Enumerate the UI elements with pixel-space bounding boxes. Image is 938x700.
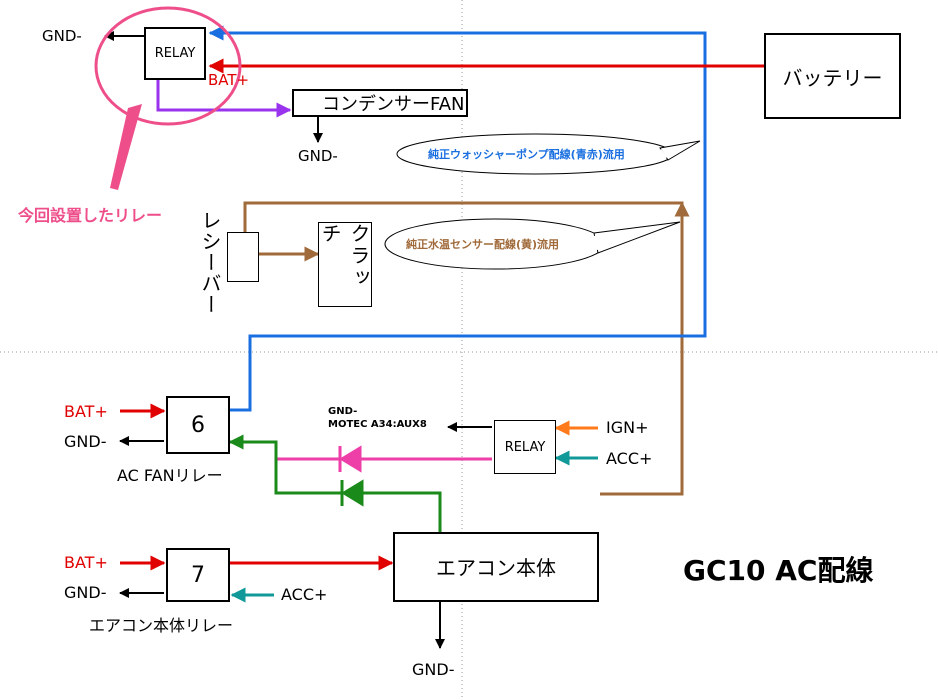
- bat-label-6: BAT+: [64, 402, 108, 421]
- gnd-label-unit: GND-: [412, 660, 455, 679]
- relay-top-label: RELAY: [154, 46, 196, 61]
- condenser-fan-label: コンデンサーFAN: [322, 94, 465, 115]
- diode-green: [340, 479, 364, 507]
- ac-unit-label: エアコン本体: [436, 556, 556, 580]
- wire-purple-condenser: [156, 80, 292, 118]
- battery-box: バッテリー: [764, 33, 901, 119]
- callout-text: 今回設置したリレー: [18, 206, 163, 225]
- callout-pointer: [110, 104, 142, 190]
- relay6-box: 6: [166, 396, 230, 454]
- diode-pink: [338, 445, 362, 473]
- ac-unit-relay-label: エアコン本体リレー: [89, 616, 234, 635]
- motec-label: GND- MOTEC A34:AUX8: [328, 406, 427, 430]
- bat-label-7: BAT+: [64, 553, 108, 572]
- receiver-label: レシーバー: [198, 210, 222, 315]
- battery-label: バッテリー: [782, 65, 883, 90]
- gnd-label-top: GND-: [42, 27, 82, 45]
- condenser-fan-box: コンデンサーFAN: [292, 89, 468, 117]
- bat-label-top: BAT+: [208, 71, 250, 89]
- acc-label-lower: ACC+: [606, 449, 653, 468]
- ign-label: IGN+: [606, 418, 649, 437]
- gnd-label-6: GND-: [64, 432, 107, 451]
- bubble-washer-text: 純正ウォッシャーポンプ配線(青赤)流用: [428, 148, 625, 161]
- relay-top-box: RELAY: [144, 27, 206, 80]
- ac-fan-relay-label: AC FANリレー: [117, 466, 223, 485]
- relay7-label: 7: [191, 562, 205, 588]
- bubble-water-shape: [384, 218, 681, 270]
- wire-green: [228, 434, 442, 532]
- clutch-label: クラッチ: [318, 223, 371, 289]
- wire-blue-relay6: [230, 326, 707, 412]
- page-title: GC10 AC配線: [683, 554, 874, 587]
- relay-lower-label: RELAY: [504, 439, 546, 455]
- ac-unit-box: エアコン本体: [393, 532, 599, 602]
- relay7-box: 7: [166, 548, 230, 602]
- bubble-washer-shape: [396, 133, 701, 175]
- acc-label-7: ACC+: [281, 585, 328, 604]
- wire-blue-battery: [208, 25, 707, 326]
- gnd-label-7: GND-: [64, 583, 107, 602]
- receiver-box: [227, 232, 259, 282]
- clutch-box: クラッチ: [318, 222, 372, 307]
- callout-circle: [94, 6, 242, 126]
- bubble-water-text: 純正水温センサー配線(黄)流用: [406, 238, 560, 251]
- gnd-label-condenser: GND-: [298, 147, 338, 165]
- relay-lower-box: RELAY: [494, 420, 556, 474]
- relay6-label: 6: [191, 412, 205, 438]
- wire-pink: [274, 442, 492, 461]
